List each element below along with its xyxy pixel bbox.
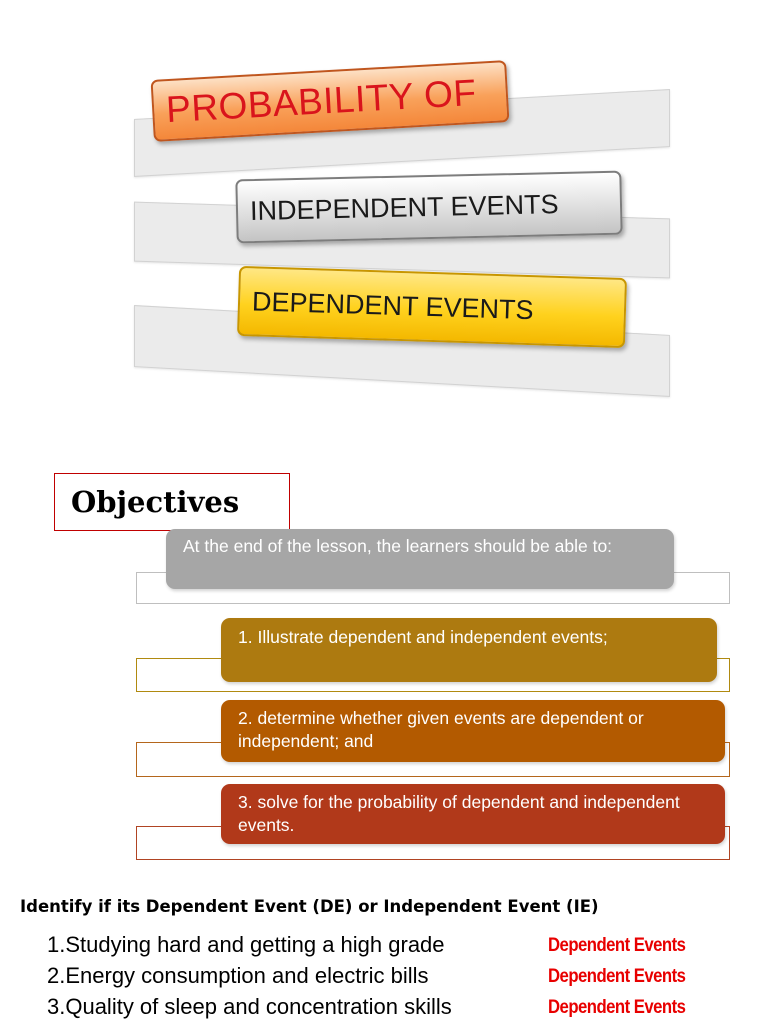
slide-title-text: PROBABILITY OF — [165, 71, 478, 131]
objective-3-text: 3. solve for the probability of dependen… — [238, 792, 680, 835]
identify-heading: Identify if its Dependent Event (DE) or … — [20, 897, 599, 916]
question-text: 2.Energy consumption and electric bills — [47, 963, 429, 988]
question-text: 1.Studying hard and getting a high grade — [47, 932, 445, 957]
objectives-intro-text: At the end of the lesson, the learners s… — [183, 536, 613, 556]
list-item: 2.Energy consumption and electric bills … — [47, 963, 747, 994]
objective-2-text: 2. determine whether given events are de… — [238, 708, 644, 751]
dependent-events-box: DEPENDENT EVENTS — [236, 265, 628, 349]
independent-events-label: INDEPENDENT EVENTS — [249, 188, 559, 226]
answer-text: Dependent Events — [548, 966, 686, 987]
objectives-heading-text: Objectives — [71, 485, 240, 519]
objectives-intro-box: At the end of the lesson, the learners s… — [166, 529, 674, 589]
dependent-events-label: DEPENDENT EVENTS — [251, 285, 534, 325]
answer-text: Dependent Events — [548, 935, 686, 956]
question-text: 3.Quality of sleep and concentration ski… — [47, 994, 452, 1019]
list-item: 3.Quality of sleep and concentration ski… — [47, 994, 747, 1025]
objective-2-box: 2. determine whether given events are de… — [221, 700, 725, 762]
objective-1-box: 1. Illustrate dependent and independent … — [221, 618, 717, 682]
answer-text: Dependent Events — [548, 997, 686, 1018]
objectives-heading: Objectives — [54, 473, 290, 531]
objective-1-text: 1. Illustrate dependent and independent … — [238, 627, 608, 647]
list-item: 1.Studying hard and getting a high grade… — [47, 932, 747, 963]
independent-events-box: INDEPENDENT EVENTS — [235, 170, 623, 244]
objective-3-box: 3. solve for the probability of dependen… — [221, 784, 725, 844]
